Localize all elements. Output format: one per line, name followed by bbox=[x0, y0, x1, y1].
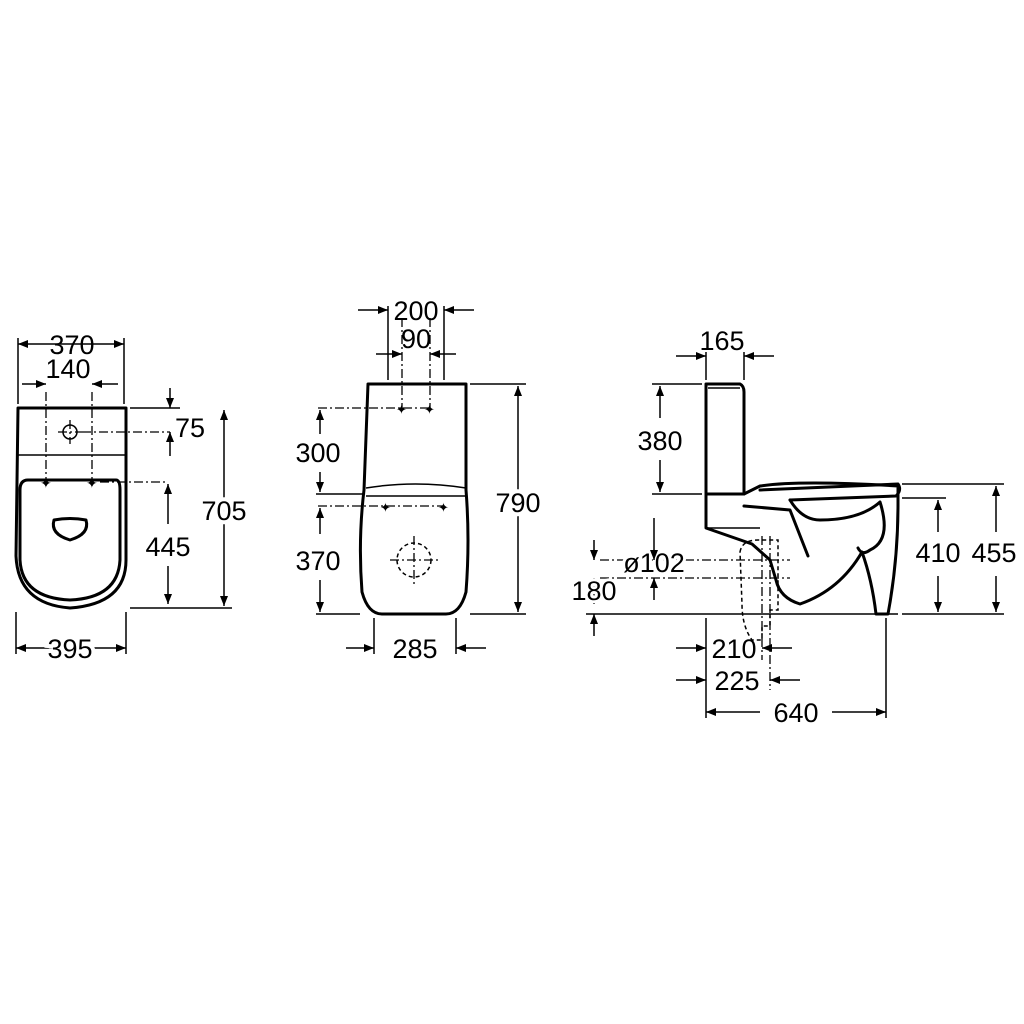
side-bowl-inner bbox=[788, 498, 886, 555]
dim-plan-width-top: 370 bbox=[49, 330, 94, 360]
front-tank-seam bbox=[365, 483, 467, 489]
dim-front-tank-height: 300 bbox=[295, 438, 340, 468]
plan-view: ✦ ✦ 370 140 75 705 445 395 bbox=[14, 330, 251, 668]
front-bowl-bolt-left: ✦ bbox=[380, 501, 391, 516]
front-tank-bolt-right: ✦ bbox=[424, 403, 435, 418]
dim-plan-offset-top: 75 bbox=[175, 413, 205, 443]
side-trapway bbox=[742, 504, 810, 558]
side-seat bbox=[758, 482, 902, 502]
side-bowl-outline bbox=[704, 481, 900, 616]
dim-front-bowl-height: 370 bbox=[295, 546, 340, 576]
dim-side-rim-height: 410 bbox=[915, 538, 960, 568]
dim-side-outlet-offset-a: 210 bbox=[711, 634, 756, 664]
side-view: 165 380 ø102 180 410 455 210 bbox=[568, 326, 1016, 728]
dim-plan-length: 705 bbox=[201, 496, 246, 526]
dim-plan-hole-spacing: 140 bbox=[45, 354, 90, 384]
front-bowl-bolt-right: ✦ bbox=[438, 501, 449, 516]
dim-front-tank-holes: 90 bbox=[401, 324, 431, 354]
plan-outline bbox=[14, 406, 128, 610]
front-outline bbox=[358, 382, 470, 616]
dim-side-outlet-offset-b: 225 bbox=[714, 666, 759, 696]
dim-side-outlet-height: 180 bbox=[571, 576, 616, 606]
front-view: ✦ ✦ ✦ ✦ 200 90 300 370 790 bbox=[295, 296, 544, 664]
dim-plan-seat-depth: 445 bbox=[145, 532, 190, 562]
dim-plan-width-bottom: 395 bbox=[47, 634, 92, 664]
seat-lid-hinge bbox=[51, 517, 89, 542]
dim-side-total-length: 640 bbox=[773, 698, 818, 728]
side-waste-pipe bbox=[739, 539, 779, 641]
dim-front-tank-width: 200 bbox=[393, 296, 438, 326]
dim-side-tank-depth: 165 bbox=[699, 326, 744, 356]
front-tank-bolt-left: ✦ bbox=[396, 403, 407, 418]
dim-side-tank-height: 380 bbox=[637, 426, 682, 456]
dim-front-total-height: 790 bbox=[495, 488, 540, 518]
seat-outline bbox=[18, 478, 122, 602]
dim-side-seat-height: 455 bbox=[971, 538, 1016, 568]
side-tank bbox=[704, 382, 746, 496]
dim-front-base-width: 285 bbox=[392, 634, 437, 664]
